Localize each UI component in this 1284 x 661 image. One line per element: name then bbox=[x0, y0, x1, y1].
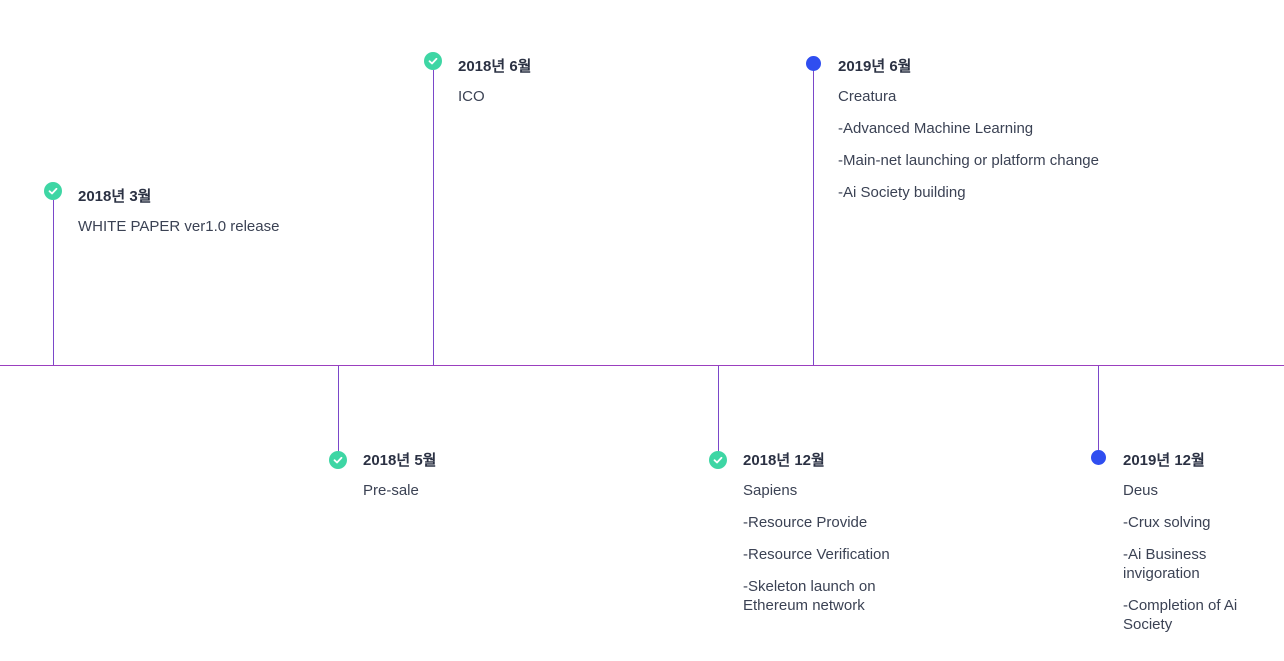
milestone-bullet: -Completion of Ai Society bbox=[1123, 597, 1238, 633]
timeline-stem bbox=[53, 200, 54, 365]
milestone-title: Creatura bbox=[838, 88, 897, 105]
check-icon bbox=[424, 52, 442, 70]
timeline-stem bbox=[1098, 366, 1099, 454]
milestone-2019-12: 2019년 12월 Deus -Crux solving -Ai Busines… bbox=[1123, 451, 1273, 647]
milestone-date: 2019년 6월 bbox=[838, 58, 912, 75]
milestone-title: Pre-sale bbox=[363, 482, 419, 499]
check-icon bbox=[44, 182, 62, 200]
milestone-2018-03: 2018년 3월 WHITE PAPER ver1.0 release bbox=[78, 187, 338, 249]
check-icon bbox=[329, 451, 347, 469]
milestone-bullet: -Resource Provide bbox=[743, 514, 868, 531]
milestone-title: Sapiens bbox=[743, 482, 798, 499]
milestone-date: 2018년 12월 bbox=[743, 452, 825, 469]
milestone-bullet: -Main-net launching or platform change bbox=[838, 152, 1099, 169]
dot-icon bbox=[1091, 450, 1106, 465]
timeline-stem bbox=[813, 70, 814, 365]
dot-icon bbox=[806, 56, 821, 71]
timeline-stem bbox=[718, 366, 719, 454]
milestone-bullet: -Advanced Machine Learning bbox=[838, 120, 1034, 137]
milestone-2019-06: 2019년 6월 Creatura -Advanced Machine Lear… bbox=[838, 57, 1168, 215]
milestone-bullet: -Crux solving bbox=[1123, 514, 1211, 531]
milestone-date: 2018년 3월 bbox=[78, 188, 152, 205]
milestone-2018-12: 2018년 12월 Sapiens -Resource Provide -Res… bbox=[743, 451, 918, 628]
milestone-bullet: -Ai Business invigoration bbox=[1123, 546, 1207, 582]
milestone-title: Deus bbox=[1123, 482, 1159, 499]
milestone-title: ICO bbox=[458, 88, 485, 105]
milestone-2018-06: 2018년 6월 ICO bbox=[458, 57, 658, 119]
milestone-bullet: -Skeleton launch on Ethereum network bbox=[743, 578, 876, 614]
timeline-stem bbox=[433, 70, 434, 365]
milestone-date: 2019년 12월 bbox=[1123, 452, 1205, 469]
milestone-date: 2018년 5월 bbox=[363, 452, 437, 469]
milestone-2018-05: 2018년 5월 Pre-sale bbox=[363, 451, 563, 513]
milestone-bullet: -Ai Society building bbox=[838, 184, 966, 201]
timeline-axis bbox=[0, 365, 1284, 366]
check-icon bbox=[709, 451, 727, 469]
milestone-title: WHITE PAPER ver1.0 release bbox=[78, 218, 280, 235]
milestone-bullet: -Resource Verification bbox=[743, 546, 890, 563]
timeline-stem bbox=[338, 366, 339, 454]
milestone-date: 2018년 6월 bbox=[458, 58, 532, 75]
